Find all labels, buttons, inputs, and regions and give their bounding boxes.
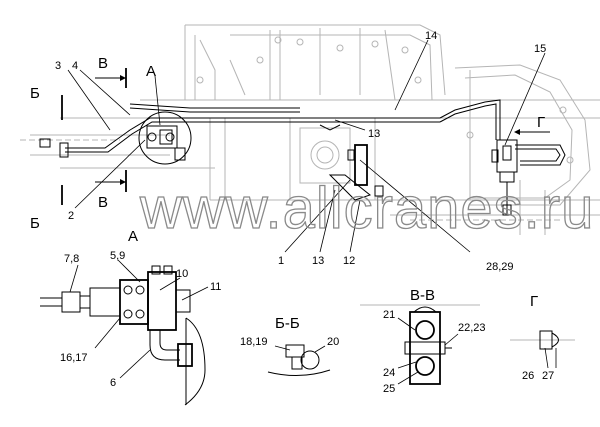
watermark-text: www.allcranes.ru bbox=[139, 176, 594, 241]
label-18-19: 18,19 bbox=[240, 336, 268, 348]
label-25: 25 bbox=[383, 383, 395, 395]
detail-a-view bbox=[40, 265, 206, 406]
label-1: 1 bbox=[278, 255, 284, 267]
label-section-v-bottom: В bbox=[98, 194, 108, 211]
leader-lines bbox=[67, 39, 546, 253]
label-24: 24 bbox=[383, 367, 395, 379]
label-15: 15 bbox=[534, 43, 546, 55]
label-10: 10 bbox=[176, 268, 188, 280]
label-view-g-arrow: Г bbox=[537, 114, 545, 131]
label-5-9: 5,9 bbox=[110, 250, 125, 262]
label-6: 6 bbox=[110, 377, 116, 389]
label-detail-a-top: А bbox=[146, 63, 156, 80]
detail-a-marker bbox=[138, 111, 192, 165]
bracket-28-29 bbox=[319, 124, 384, 201]
section-v-v bbox=[360, 304, 480, 385]
label-section-v-v: В-В bbox=[410, 287, 435, 304]
section-be-be bbox=[267, 344, 331, 376]
detail-a-leaders bbox=[69, 259, 209, 379]
label-section-be-bottom: Б bbox=[30, 215, 40, 232]
label-16-17: 16,17 bbox=[60, 352, 88, 364]
label-28-29: 28,29 bbox=[486, 261, 514, 273]
label-2: 2 bbox=[68, 210, 74, 222]
label-12: 12 bbox=[343, 255, 355, 267]
label-detail-a-title: А bbox=[128, 228, 138, 245]
view-g bbox=[510, 330, 575, 369]
label-14: 14 bbox=[425, 30, 437, 42]
label-view-g-title: Г bbox=[530, 293, 538, 310]
labels: 14 15 3 4 В А Б 13 Г 2 В Б 1 13 12 28,29… bbox=[30, 30, 554, 395]
label-26: 26 bbox=[522, 370, 534, 382]
label-4: 4 bbox=[72, 60, 78, 72]
label-section-be-be: Б-Б bbox=[275, 315, 300, 332]
label-section-v-top: В bbox=[98, 55, 108, 72]
hydraulic-lines bbox=[39, 99, 566, 166]
label-13-top: 13 bbox=[368, 128, 380, 140]
label-section-be-top: Б bbox=[30, 85, 40, 102]
label-21: 21 bbox=[383, 309, 395, 321]
label-22-23: 22,23 bbox=[458, 322, 486, 334]
label-7-8: 7,8 bbox=[64, 253, 79, 265]
section-marks bbox=[61, 68, 550, 205]
label-3: 3 bbox=[55, 60, 61, 72]
label-13-bottom: 13 bbox=[312, 255, 324, 267]
label-11: 11 bbox=[210, 281, 221, 293]
label-20: 20 bbox=[327, 336, 339, 348]
label-27: 27 bbox=[542, 370, 554, 382]
